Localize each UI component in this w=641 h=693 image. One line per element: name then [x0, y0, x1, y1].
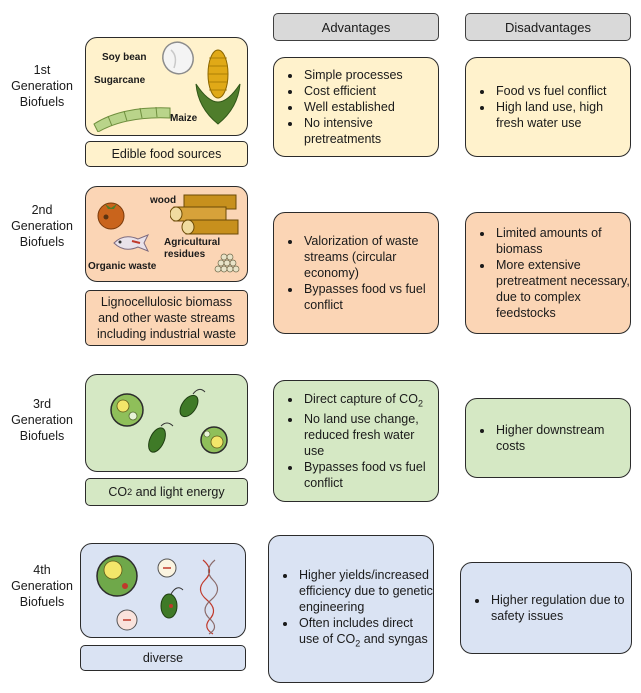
- gen3-advantages-box: Direct capture of CO2 No land use change…: [273, 380, 439, 502]
- gen4-image-box: [80, 543, 246, 638]
- gen2-advantages-box: Valorization of waste streams (circular …: [273, 212, 439, 334]
- gen1-disadvantages-box: Food vs fuel conflict High land use, hig…: [465, 57, 631, 157]
- gen4-advantages-box: Higher yields/increased efficiency due t…: [268, 535, 434, 683]
- gen2-label: 2nd Generation Biofuels: [11, 203, 73, 249]
- maize-icon: [195, 49, 241, 125]
- advantages-header: Advantages: [273, 13, 439, 41]
- gen1-source-caption: Edible food sources: [85, 141, 248, 167]
- gen2-source-caption: Lignocellulosic biomass and other waste …: [85, 290, 248, 346]
- gen2-image-box: wood Agricultural residues Organic waste: [85, 186, 248, 282]
- engineered-cells-icon: [96, 555, 219, 635]
- sugarcane-icon: [93, 106, 171, 132]
- gen1-disadvantages-list: Food vs fuel conflict High land use, hig…: [466, 83, 630, 131]
- sugarcane-label: Sugarcane: [94, 75, 146, 86]
- tomato-icon: [97, 202, 125, 230]
- gen1-advantages-list: Simple processes Cost efficient Well est…: [274, 67, 438, 147]
- gen4-source-caption: diverse: [80, 645, 246, 671]
- gen3-advantages-list: Direct capture of CO2 No land use change…: [274, 391, 438, 492]
- fish-bone-icon: [113, 234, 150, 252]
- maize-label: Maize: [170, 113, 198, 124]
- wood-icon: [170, 194, 239, 235]
- disadvantages-header: Disadvantages: [465, 13, 631, 41]
- gen4-disadvantages-box: Higher regulation due to safety issues: [460, 562, 632, 654]
- grain-pile-icon: [214, 253, 240, 273]
- gen1-label: 1st Generation Biofuels: [11, 63, 73, 109]
- gen3-disadvantages-list: Higher downstream costs: [466, 422, 630, 454]
- wood-label: wood: [150, 195, 177, 206]
- organic-waste-label: Organic waste: [88, 261, 157, 272]
- gen3-image-box: [85, 374, 248, 472]
- gen2-disadvantages-box: Limited amounts of biomass More extensiv…: [465, 212, 631, 334]
- gen1-advantages-box: Simple processes Cost efficient Well est…: [273, 57, 439, 157]
- algae-cells-icon: [110, 388, 228, 454]
- gen2-advantages-list: Valorization of waste streams (circular …: [274, 233, 438, 313]
- soybean-label: Soy bean: [102, 52, 147, 63]
- gen4-advantages-list: Higher yields/increased efficiency due t…: [269, 567, 433, 652]
- gen1-image-box: Soy bean Sugarcane Maize: [85, 37, 248, 136]
- soybean-icon: [162, 41, 194, 75]
- gen3-label: 3rd Generation Biofuels: [11, 397, 73, 443]
- gen4-label: 4th Generation Biofuels: [11, 563, 73, 609]
- gen4-disadvantages-list: Higher regulation due to safety issues: [461, 592, 631, 624]
- gen2-disadvantages-list: Limited amounts of biomass More extensiv…: [466, 225, 630, 321]
- agricultural-residues-label: Agricultural residues: [164, 237, 221, 260]
- gen3-disadvantages-box: Higher downstream costs: [465, 398, 631, 478]
